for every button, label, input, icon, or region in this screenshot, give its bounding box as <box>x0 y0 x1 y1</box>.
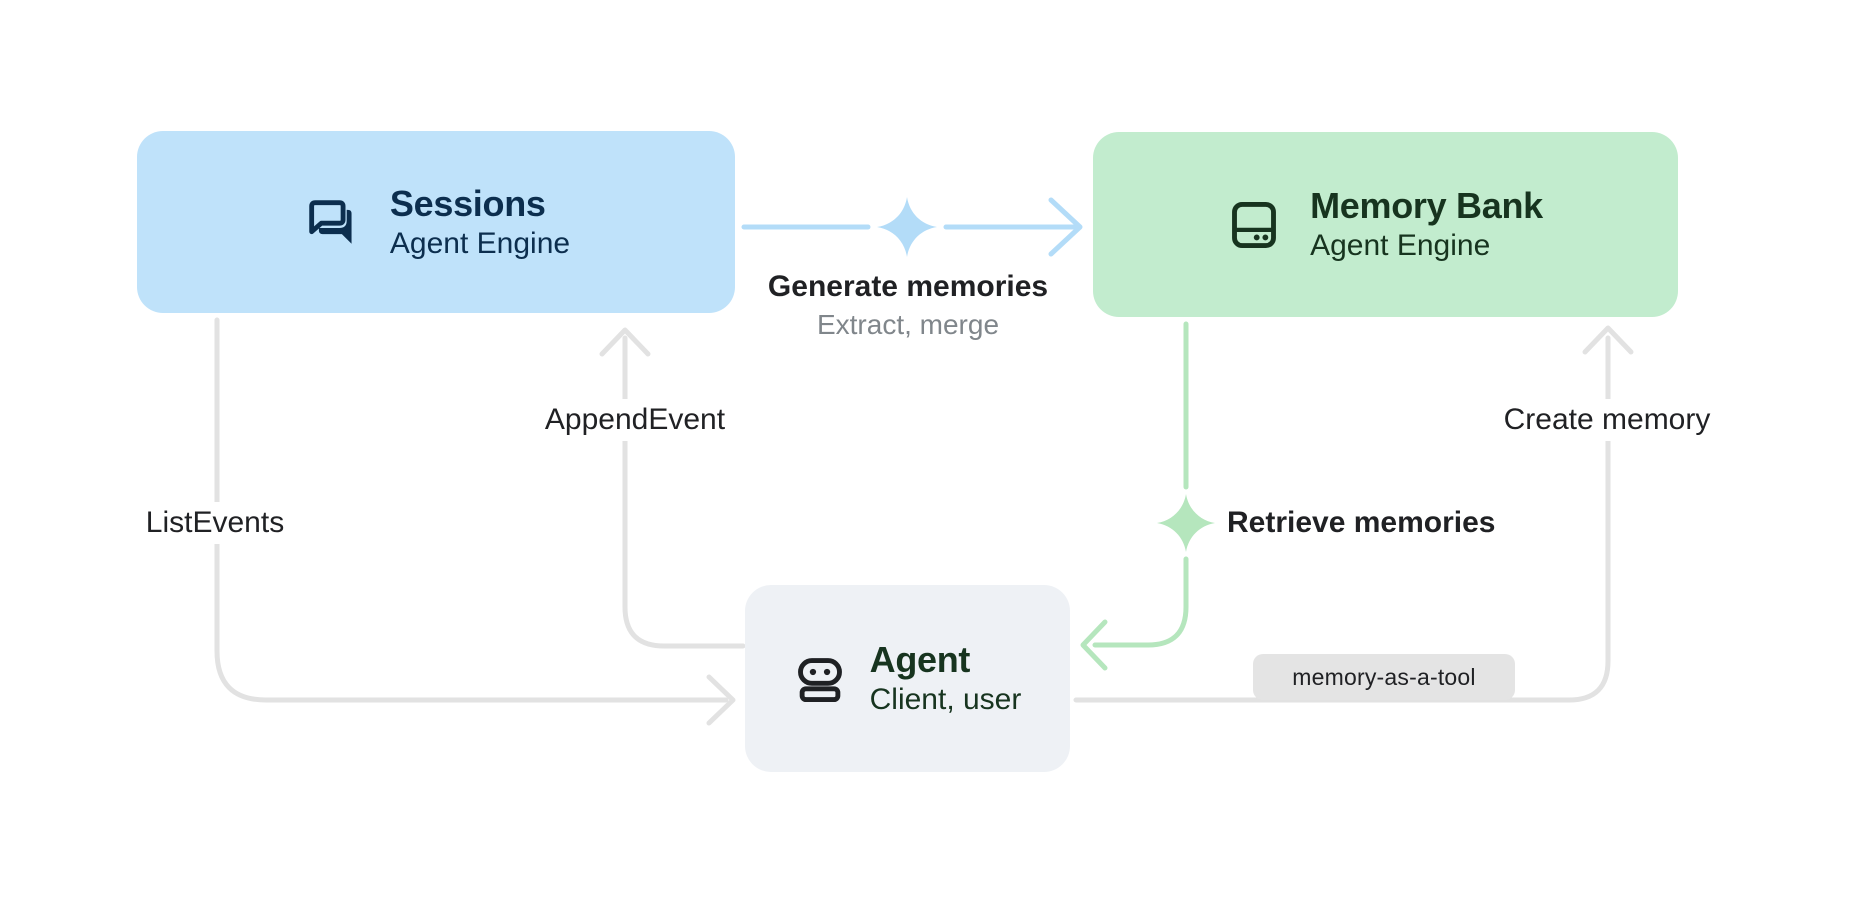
memory-bank-node-subtitle: Agent Engine <box>1310 229 1491 263</box>
memory-bank-node-text: Memory Bank Agent Engine <box>1310 184 1543 265</box>
agent-node: Agent Client, user <box>745 585 1070 772</box>
sessions-node-subtitle: Agent Engine <box>389 226 571 260</box>
create-memory-label: Create memory <box>1489 399 1725 441</box>
storage-database-icon <box>1228 199 1280 251</box>
list-events-arrow <box>214 317 729 703</box>
retrieve-memories-arrowhead <box>1080 619 1108 671</box>
append-event-arrow <box>622 335 746 649</box>
sparkle-icon-green <box>1157 494 1215 552</box>
retrieve-memories-label: Retrieve memories <box>1227 506 1496 539</box>
sessions-node: Sessions Agent Engine <box>137 131 735 313</box>
sessions-node-title: Sessions <box>389 182 546 224</box>
list-events-label: ListEvents <box>131 502 299 544</box>
generate-memories-arrowhead <box>1048 197 1083 257</box>
append-event-arrowhead <box>599 327 651 357</box>
agent-node-title: Agent <box>869 639 971 681</box>
retrieve-memories-arrow-bottom-segment <box>1092 556 1189 648</box>
append-event-label: AppendEvent <box>530 399 740 441</box>
sparkle-icon-blue <box>877 197 937 257</box>
list-events-arrowhead <box>706 674 736 726</box>
generate-memories-label: Generate memories <box>767 270 1049 303</box>
memory-bank-node: Memory Bank Agent Engine <box>1093 132 1678 317</box>
robot-icon <box>794 653 846 705</box>
agent-node-subtitle: Client, user <box>869 683 1022 717</box>
memory-bank-node-title: Memory Bank <box>1310 185 1543 227</box>
agent-node-text: Agent Client, user <box>870 638 1022 719</box>
chat-forum-icon <box>302 193 360 251</box>
generate-memories-sublabel: Extract, merge <box>816 309 1000 340</box>
memory-as-a-tool-badge: memory-as-a-tool <box>1253 654 1515 700</box>
create-memory-arrow <box>1073 335 1611 703</box>
create-memory-arrowhead <box>1582 325 1634 355</box>
sessions-node-text: Sessions Agent Engine <box>390 182 570 263</box>
